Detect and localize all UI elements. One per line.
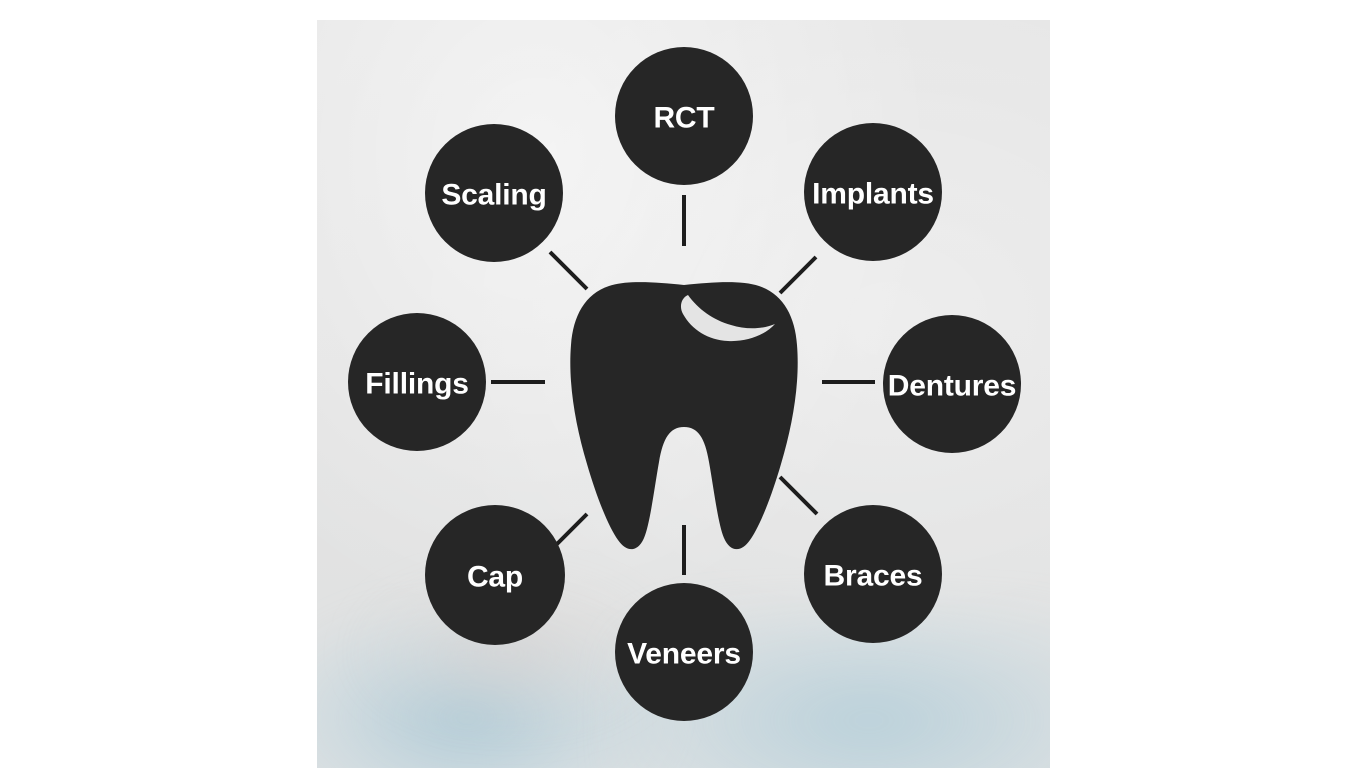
node-circle-scaling[interactable] (425, 124, 563, 262)
tooth-highlight (680, 295, 775, 342)
node-label-braces: Braces (824, 560, 923, 593)
dental-services-image-panel: RCT Implants Dentures Braces Veneers Cap (317, 20, 1050, 768)
node-label-veneers: Veneers (627, 638, 741, 671)
node-braces[interactable]: Braces (804, 505, 942, 643)
node-dentures[interactable]: Dentures (883, 315, 1021, 453)
node-rct[interactable]: RCT (615, 47, 753, 185)
node-implants[interactable]: Implants (804, 123, 942, 261)
node-label-scaling: Scaling (441, 179, 546, 212)
node-label-cap: Cap (467, 561, 523, 594)
connector-braces (778, 475, 819, 516)
node-label-implants: Implants (812, 178, 934, 211)
node-cap[interactable]: Cap (425, 505, 565, 645)
node-label-dentures: Dentures (888, 370, 1016, 403)
node-veneers[interactable]: Veneers (615, 583, 753, 721)
node-circle-dentures[interactable] (883, 315, 1021, 453)
connector-implants (778, 255, 818, 295)
node-label-rct: RCT (653, 102, 714, 135)
node-circle-braces[interactable] (804, 505, 942, 643)
node-circle-fillings[interactable] (348, 313, 486, 451)
node-circle-implants[interactable] (804, 123, 942, 261)
tooth-icon (570, 282, 798, 550)
node-label-fillings: Fillings (365, 368, 468, 401)
node-circle-rct[interactable] (615, 47, 753, 185)
node-fillings[interactable]: Fillings (348, 313, 486, 451)
services-hub-diagram: RCT Implants Dentures Braces Veneers Cap (348, 47, 1021, 721)
node-circle-veneers[interactable] (615, 583, 753, 721)
node-circle-cap[interactable] (425, 505, 565, 645)
connector-group (491, 195, 875, 575)
connector-scaling (548, 250, 589, 291)
node-scaling[interactable]: Scaling (425, 124, 563, 262)
